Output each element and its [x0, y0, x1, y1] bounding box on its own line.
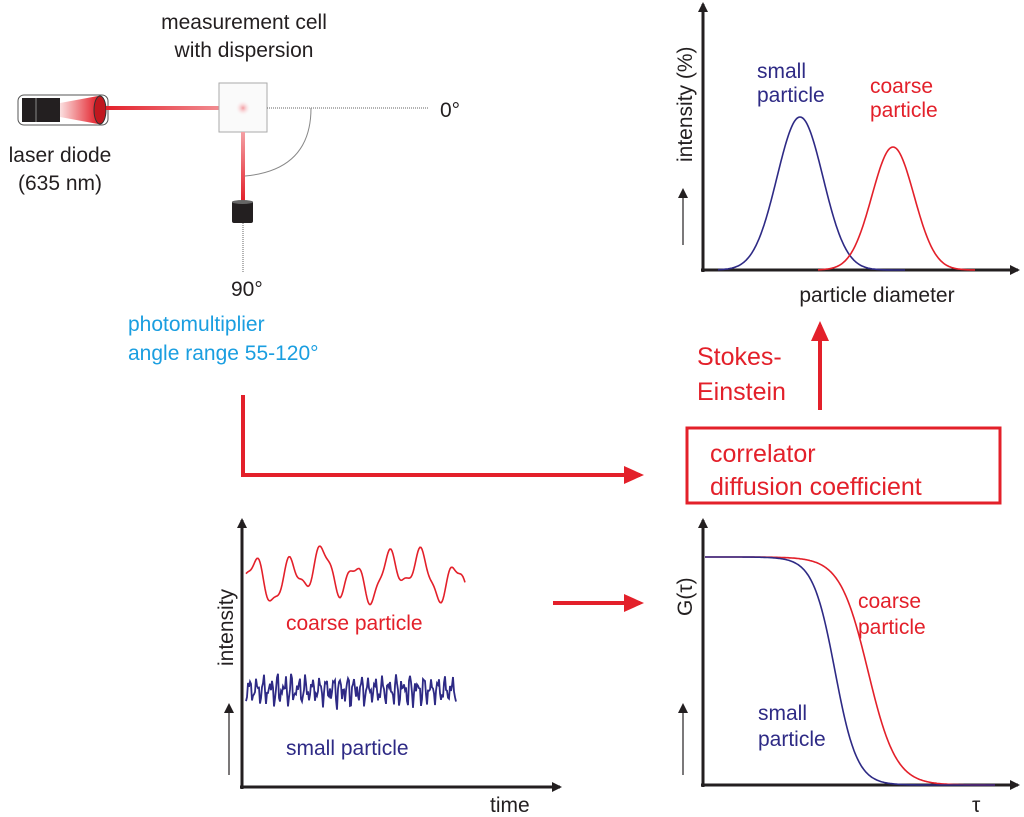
correlator-box — [685, 426, 1002, 505]
laser-beam — [106, 106, 240, 110]
size-ylabel: intensity (%) — [674, 46, 697, 162]
size-distribution-plot: intensity (%) particle diameter small pa… — [674, 2, 1020, 307]
angle-arc — [244, 107, 312, 177]
scattered-beam — [241, 132, 245, 201]
detector-label-1: photomultiplier — [128, 313, 265, 336]
angle-90-label: 90° — [231, 278, 263, 301]
cell-label-2: with dispersion — [174, 39, 314, 62]
laser-label-1: laser diode — [9, 144, 112, 167]
signal-ylabel: intensity — [215, 588, 238, 666]
size-small-label-1: small — [757, 60, 806, 83]
intensity-signal-plot: intensity time coarse particle small par… — [215, 518, 562, 817]
laser-label-2: (635 nm) — [18, 172, 102, 195]
size-small-label-2: particle — [757, 84, 825, 107]
angle-0-label: 0° — [440, 99, 460, 122]
small-particle-peak — [718, 116, 905, 271]
detector-label-2: angle range 55-120° — [128, 342, 319, 365]
correlation-xlabel: τ — [972, 794, 981, 817]
corr-coarse-label-1: coarse — [858, 590, 921, 613]
signal-small-label: small particle — [286, 737, 409, 760]
photomultiplier-icon — [232, 200, 253, 223]
coarse-particle-signal — [245, 545, 466, 606]
size-coarse-label-2: particle — [870, 99, 938, 122]
correlation-ylabel: G(τ) — [674, 577, 697, 616]
laser-diode-icon — [17, 94, 109, 126]
corr-coarse-label-2: particle — [858, 616, 926, 639]
stokes-label-1: Stokes- — [697, 343, 782, 371]
diffusion-label: diffusion coefficient — [710, 473, 922, 501]
signal-coarse-label: coarse particle — [286, 612, 423, 635]
corr-small-label-2: particle — [758, 728, 826, 751]
signal-flow-arrow — [241, 395, 644, 484]
corr-small-label-1: small — [758, 702, 807, 725]
size-xlabel: particle diameter — [799, 284, 954, 307]
cell-label-1: measurement cell — [161, 11, 327, 34]
coarse-particle-correlation — [705, 556, 995, 786]
correlator-label: correlator — [710, 440, 816, 468]
coarse-particle-peak — [818, 146, 975, 271]
small-particle-correlation — [705, 556, 995, 786]
signal-xlabel: time — [490, 794, 530, 817]
small-particle-signal — [245, 673, 457, 710]
stokes-label-2: Einstein — [697, 378, 786, 406]
correlation-plot: G(τ) τ coarse particle small particle — [674, 518, 1020, 817]
size-coarse-label-1: coarse — [870, 75, 933, 98]
scatter-spot — [235, 100, 251, 116]
